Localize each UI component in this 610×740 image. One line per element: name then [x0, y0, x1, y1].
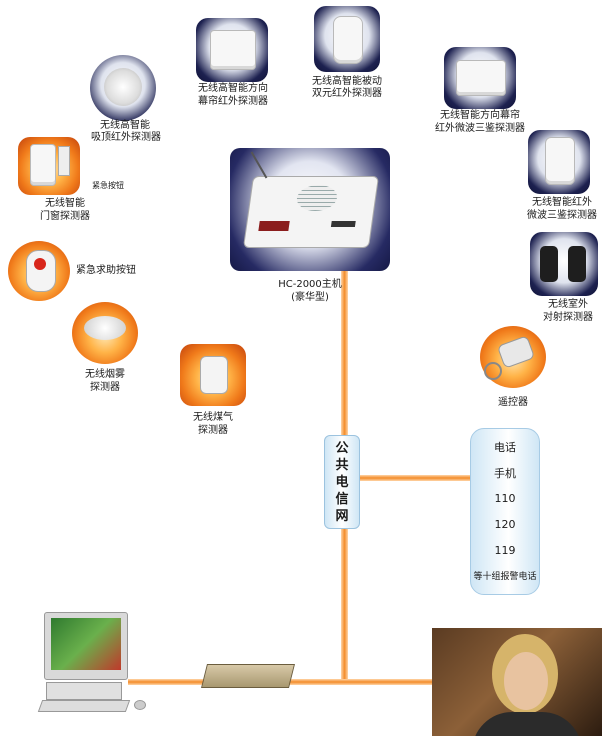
outdoor-beam-icon-b	[568, 246, 586, 282]
door-window-icon	[30, 144, 56, 186]
phone-wire	[348, 475, 472, 481]
receiver-box-icon	[201, 664, 295, 688]
ceiling-pir-icon	[104, 68, 142, 106]
passive-ir-label-2: 双元红外探测器	[312, 88, 382, 99]
call-target-119: 119	[494, 544, 516, 557]
call-target-110: 110	[494, 492, 516, 505]
door-window-magnet	[58, 146, 70, 176]
operator-face	[504, 652, 548, 710]
ir-mw-icon	[545, 137, 575, 185]
gas-icon	[200, 356, 228, 394]
panic-button-icon	[26, 250, 56, 292]
smoke-label-2: 探测器	[90, 382, 120, 393]
ceiling-pir-label-2: 吸顶红外探测器	[91, 132, 161, 143]
remote-label: 遥控器	[498, 397, 528, 408]
curtain-pir-label-2: 幕帘红外探测器	[198, 96, 268, 107]
call-target-phone: 电话	[494, 441, 516, 454]
curtain-mw-icon	[456, 60, 506, 96]
call-target-mobile: 手机	[494, 467, 516, 480]
gas-label-1: 无线煤气	[193, 412, 233, 423]
host-label-model: HC-2000主机	[278, 279, 342, 290]
network-char: 网	[335, 508, 349, 524]
outdoor-beam-label-1: 无线室外	[548, 299, 588, 310]
call-target-120: 120	[494, 518, 516, 531]
ir-mw-label-2: 微波三鉴探测器	[527, 210, 597, 221]
host-device	[242, 176, 380, 248]
passive-ir-icon	[333, 16, 363, 64]
smoke-icon	[84, 316, 126, 340]
mouse-icon	[134, 700, 146, 710]
monitor-icon	[44, 612, 128, 680]
network-char: 公	[335, 440, 349, 456]
door-window-label-1: 无线智能	[45, 198, 85, 209]
ceiling-pir-label-1: 无线高智能	[100, 120, 150, 131]
outdoor-beam-label-2: 对射探测器	[543, 312, 593, 323]
host-unit-image	[230, 148, 390, 271]
host-label-type: (豪华型)	[291, 292, 329, 303]
network-char: 信	[335, 491, 349, 507]
curtain-pir-label-1: 无线高智能方向	[198, 83, 268, 94]
operator-body	[472, 712, 582, 736]
smoke-label-1: 无线烟雾	[85, 369, 125, 380]
remote-keyring-icon	[484, 362, 502, 380]
public-telecom-network: 公 共 电 信 网	[324, 435, 360, 529]
antenna	[250, 151, 268, 179]
panic-button-label: 紧急求助按钮	[76, 265, 136, 276]
emergency-note-label: 紧急按钮	[92, 181, 124, 190]
outdoor-beam-icon-a	[540, 246, 558, 282]
operator-photo	[432, 628, 602, 736]
door-window-label-2: 门窗探测器	[40, 211, 90, 222]
computer-case-icon	[46, 682, 122, 700]
network-char: 共	[335, 457, 349, 473]
panic-button-red	[34, 258, 46, 270]
call-targets-box: 电话 手机 110 120 119 等十组报警电话	[470, 428, 540, 595]
passive-ir-label-1: 无线高智能被动	[312, 76, 382, 87]
curtain-mw-label-1: 无线智能方向幕帘	[440, 110, 520, 121]
ir-mw-label-1: 无线智能红外	[532, 197, 592, 208]
curtain-pir-icon	[210, 30, 256, 70]
curtain-mw-label-2: 红外微波三鉴探测器	[435, 123, 525, 134]
gas-label-2: 探测器	[198, 425, 228, 436]
call-target-ten-numbers: 等十组报警电话	[473, 572, 537, 582]
network-char: 电	[335, 474, 349, 490]
computer-image	[37, 612, 150, 714]
keyboard-icon	[37, 700, 131, 712]
